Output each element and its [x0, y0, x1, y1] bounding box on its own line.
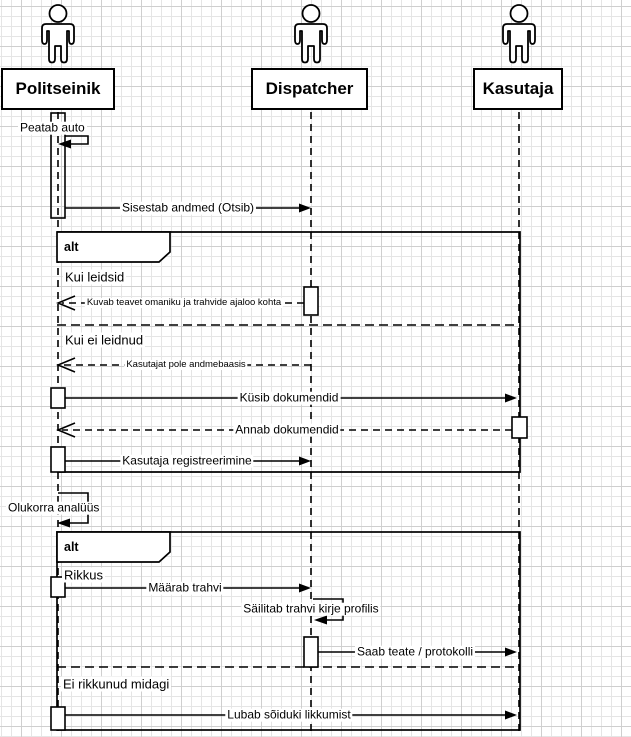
message-label-maarab-trahvi: Määrab trahvi: [146, 580, 224, 595]
guard-kui-ei-leidnud: Kui ei leidnud: [63, 332, 146, 348]
arrowhead-kasutajat-pole: [56, 357, 76, 373]
message-label-peatab-auto: Peatab auto: [18, 120, 87, 135]
actor-box-kasutaja: Kasutaja: [473, 68, 563, 110]
message-label-kasutajat-pole: Kasutajat pole andmebaasis: [124, 359, 248, 371]
arrowhead-peatab-auto: [58, 139, 71, 149]
arrowhead-saab-teate: [505, 647, 517, 657]
activation-politseinik-2: [50, 387, 66, 409]
arrowhead-olukorra-analyys: [57, 518, 70, 528]
arrowhead-annab-dokumendid: [56, 422, 76, 438]
arrowhead-kysib-dokumendid: [505, 393, 517, 403]
arrowhead-sailitab-trahvi: [314, 615, 327, 625]
message-label-annab-dokumendid: Annab dokumendid: [233, 422, 341, 437]
actor-icon-kasutaja: [502, 4, 536, 64]
alt-operator-1: alt: [64, 240, 79, 254]
arrowhead-kuvab-teavet: [56, 295, 76, 311]
message-line-peatab-auto: [65, 135, 89, 145]
activation-dispatcher-1: [303, 286, 319, 316]
actor-icon-dispatcher: [294, 4, 328, 64]
message-label-lubab-soiduki: Lubab sõiduki likkumist: [225, 707, 353, 722]
guard-kui-leidsid: Kui leidsid: [63, 269, 127, 285]
message-label-kuvab-teavet: Kuvab teavet omaniku ja trahvide ajaloo …: [84, 297, 284, 309]
alt-fragment-2-frame: [56, 531, 521, 731]
message-label-sisestab-andmed: Sisestab andmed (Otsib): [119, 200, 257, 215]
message-label-kasutaja-registreerimine: Kasutaja registreerimine: [120, 453, 254, 468]
actor-box-politseinik: Politseinik: [1, 68, 115, 110]
arrowhead-kasutaja-registreerimine: [299, 456, 311, 466]
alt-operator-2: alt: [64, 540, 79, 554]
message-label-saab-teate: Saab teate / protokolli: [354, 644, 476, 659]
message-label-olukorra-analyys: Olukorra analüüs: [6, 500, 102, 515]
message-label-kysib-dokumendid: Küsib dokumendid: [237, 390, 341, 405]
activation-politseinik-1: [50, 112, 66, 219]
guard-ei-rikkunud-midagi: Ei rikkunud midagi: [61, 676, 172, 692]
arrowhead-maarab-trahvi: [299, 583, 311, 593]
alt-fragment-1-operator-pentagon: [56, 231, 171, 263]
actor-icon-politseinik: [41, 4, 75, 64]
activation-kasutaja-1: [511, 416, 528, 439]
activation-politseinik-3: [50, 446, 66, 473]
arrowhead-lubab-soiduki: [505, 710, 517, 720]
activation-dispatcher-2: [303, 636, 319, 668]
activation-politseinik-4: [50, 576, 66, 598]
arrowhead-sisestab-andmed: [299, 203, 311, 213]
alt-fragment-1-frame: [57, 231, 521, 473]
actor-box-dispatcher: Dispatcher: [251, 68, 368, 110]
alt-fragment-2-operator-pentagon: [56, 531, 171, 563]
guard-rikkus: Rikkus: [62, 567, 106, 583]
message-label-sailitab-trahvi: Säilitab trahvi kirje profilis: [241, 601, 381, 616]
activation-politseinik-5: [50, 706, 66, 731]
